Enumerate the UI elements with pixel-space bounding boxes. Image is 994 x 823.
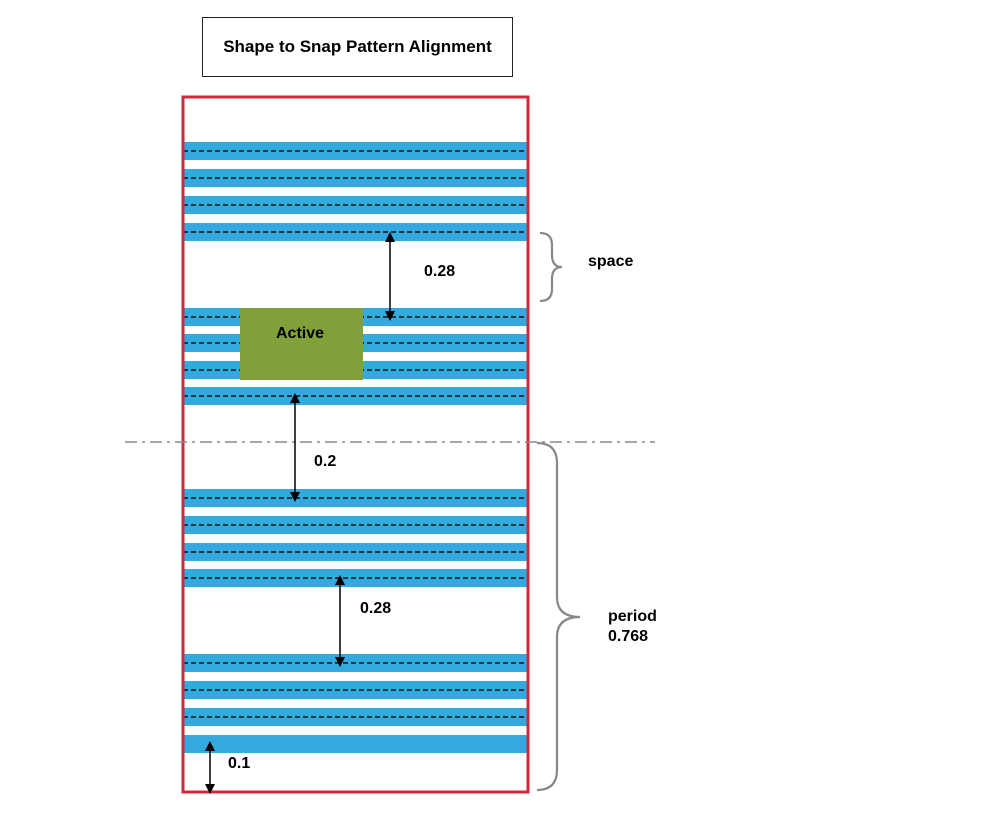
space-label: space <box>588 253 633 270</box>
active-shape <box>240 308 363 380</box>
track-group <box>183 142 528 753</box>
diagram-title: Shape to Snap Pattern Alignment <box>202 17 513 77</box>
active-gap-dimension-value: 0.2 <box>314 453 336 470</box>
active-label: Active <box>276 325 324 342</box>
period-brace <box>536 441 581 792</box>
lower-gap-dimension-value: 0.28 <box>360 600 391 617</box>
cell-boundary <box>181 95 530 794</box>
bottom-offset-dimension-value: 0.1 <box>228 755 250 772</box>
period-value: 0.768 <box>608 628 648 645</box>
space-brace <box>539 231 563 303</box>
pattern-track <box>183 735 528 753</box>
space-dimension-value: 0.28 <box>424 263 455 280</box>
period-label: period <box>608 608 657 625</box>
